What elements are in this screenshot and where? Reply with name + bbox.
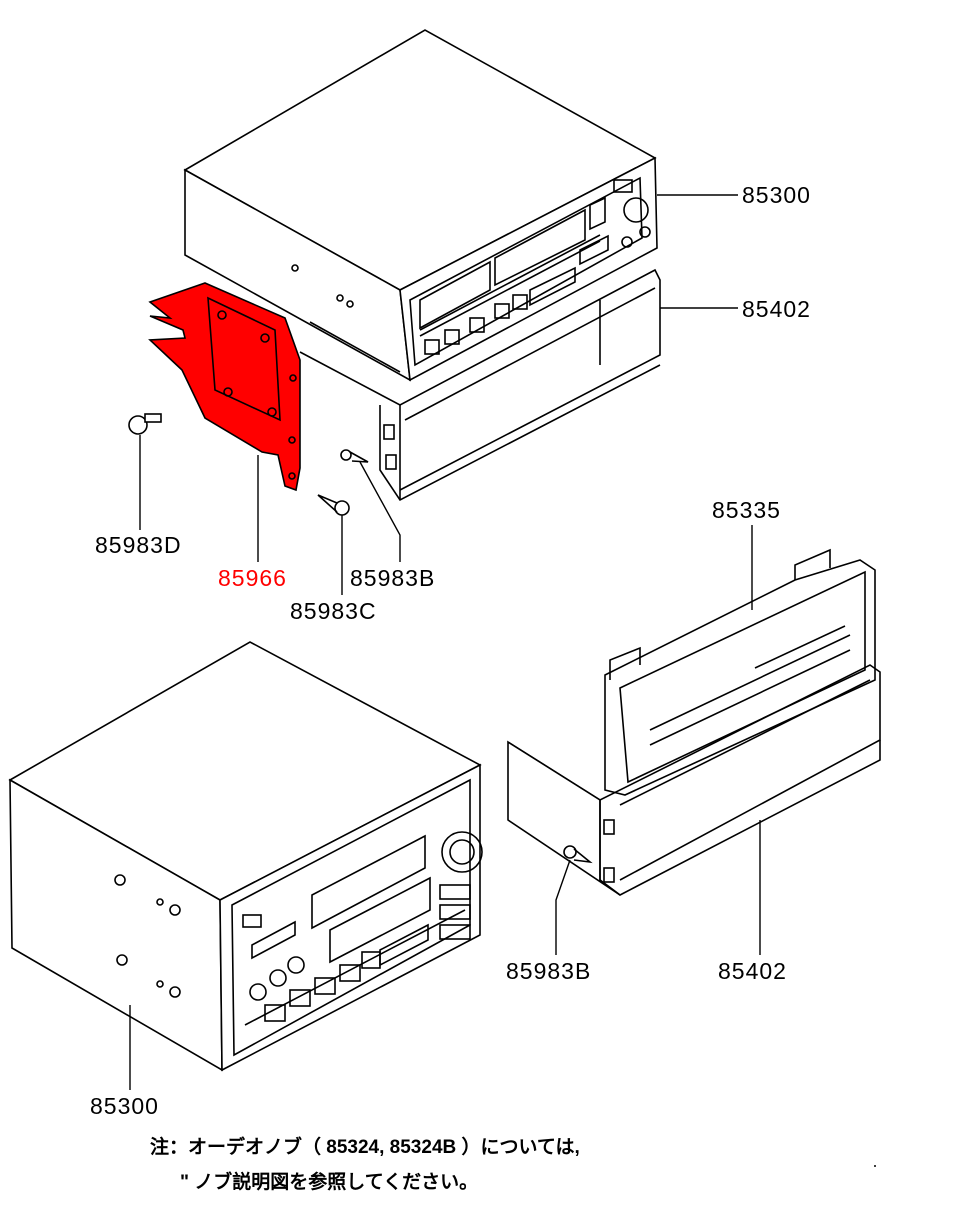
red-bracket-85966[interactable] [148,282,301,492]
label-85402-bottom: 85402 [718,958,787,984]
leader-lines [129,194,761,1090]
label-85983B-bottom: 85983B [506,958,592,984]
bottom-audio-unit[interactable] [8,641,483,1072]
screw-85983C[interactable] [317,494,350,516]
label-85300-top: 85300 [742,182,811,208]
panel-85335[interactable] [604,548,876,796]
label-85983B-top: 85983B [350,565,436,591]
note-line-2: " ノブ説明図を参照してください。 [180,1172,479,1193]
label-85983C: 85983C [290,598,377,624]
label-85300-bottom: 85300 [90,1093,159,1119]
note-line-1: 注：オーデオノブ（ 85324, 85324B ）については, [150,1137,580,1158]
stray-dot [874,1165,876,1167]
top-mount-bracket[interactable] [299,268,661,502]
label-85983D: 85983D [95,532,182,558]
label-85402-top: 85402 [742,296,811,322]
screw-85983B-bottom[interactable] [563,845,593,864]
bottom-mount-bracket[interactable] [507,664,881,896]
top-audio-unit[interactable] [183,29,658,382]
label-85335: 85335 [712,497,781,523]
screw-85983B-top[interactable] [340,449,369,463]
screw-85983D[interactable] [128,413,162,435]
label-85966: 85966 [218,565,287,591]
